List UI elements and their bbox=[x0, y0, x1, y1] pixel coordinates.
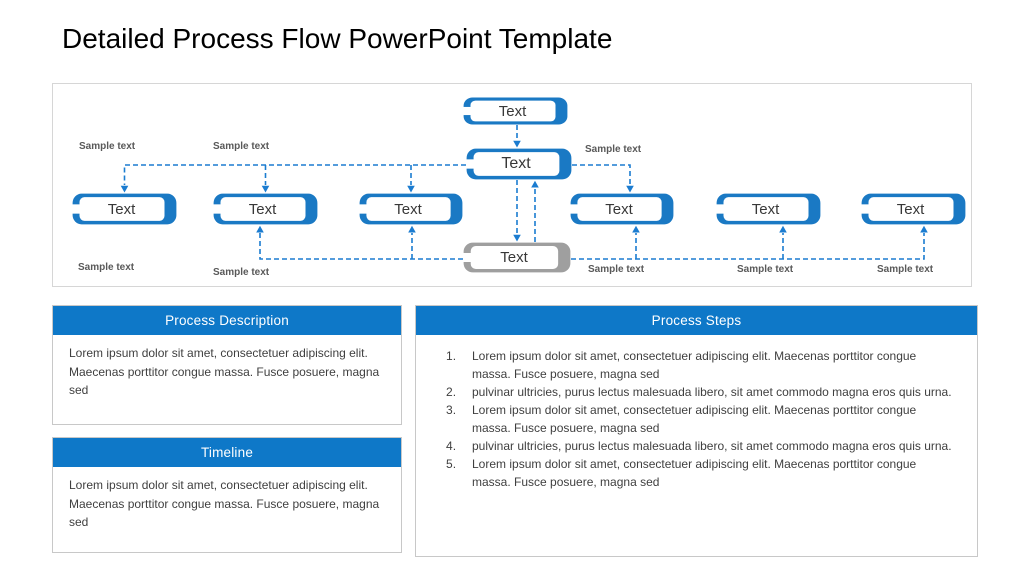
process-steps-panel: Process Steps Lorem ipsum dolor sit amet… bbox=[415, 305, 978, 557]
box-frame-shape bbox=[466, 148, 572, 180]
box-frame-shape bbox=[463, 242, 571, 273]
sample-text-label: Sample text bbox=[213, 141, 270, 152]
process-step-item: Lorem ipsum dolor sit amet, consectetuer… bbox=[446, 347, 917, 381]
flow-diagram-panel: Text Text Text Text Text bbox=[52, 83, 972, 287]
box-frame-shape bbox=[213, 193, 318, 225]
sample-text-label: Sample text bbox=[737, 264, 794, 275]
flow-box-label: Text bbox=[605, 200, 633, 218]
flow-box-label: Text bbox=[896, 200, 925, 218]
process-step-item: pulvinar ultricies, purus lectus malesua… bbox=[446, 383, 952, 401]
sample-text-label: Sample text bbox=[78, 262, 135, 273]
timeline-header: Timeline bbox=[53, 438, 401, 467]
flow-box-label: Text bbox=[248, 200, 277, 218]
flow-box-end: Text bbox=[463, 242, 571, 273]
sample-text-label: Sample text bbox=[79, 141, 136, 152]
sample-text-label: Sample text bbox=[588, 264, 645, 275]
flow-box-row-4: Text bbox=[570, 193, 674, 225]
flow-box-label: Text bbox=[107, 200, 136, 218]
flow-box-label: Text bbox=[394, 200, 422, 218]
flow-box-label: Text bbox=[498, 102, 527, 120]
process-step-item: Lorem ipsum dolor sit amet, consectetuer… bbox=[446, 401, 917, 435]
process-description-panel: Process Description Lorem ipsum dolor si… bbox=[52, 305, 402, 425]
process-steps-header: Process Steps bbox=[416, 306, 977, 335]
timeline-body: Lorem ipsum dolor sit amet, consectetuer… bbox=[69, 478, 380, 529]
flow-box-top: Text bbox=[463, 97, 568, 125]
process-step-item: Lorem ipsum dolor sit amet, consectetuer… bbox=[446, 455, 917, 489]
process-description-header: Process Description bbox=[53, 306, 401, 335]
dashed-connectors bbox=[123, 125, 925, 260]
flow-box-row-6: Text bbox=[861, 193, 966, 225]
process-steps-body: Lorem ipsum dolor sit amet, consectetuer… bbox=[416, 335, 977, 500]
arrow-heads bbox=[120, 140, 928, 242]
flow-box-row-3: Text bbox=[359, 193, 463, 225]
box-frame-shape bbox=[359, 193, 463, 225]
flow-box-label: Text bbox=[501, 155, 531, 172]
process-steps-list: Lorem ipsum dolor sit amet, consectetuer… bbox=[432, 344, 959, 491]
flow-box-label: Text bbox=[751, 200, 780, 218]
box-frame-shape bbox=[716, 193, 821, 225]
process-description-body: Lorem ipsum dolor sit amet, consectetuer… bbox=[69, 346, 380, 397]
flow-box-row-2: Text bbox=[213, 193, 318, 225]
box-frame-shape bbox=[463, 97, 568, 125]
sample-text-label: Sample text bbox=[877, 264, 934, 275]
slide-title: Detailed Process Flow PowerPoint Templat… bbox=[62, 23, 613, 54]
flow-box-row-5: Text bbox=[716, 193, 821, 225]
sample-text-label: Sample text bbox=[213, 267, 270, 278]
box-frame-shape bbox=[861, 193, 966, 225]
sample-text-label: Sample text bbox=[585, 144, 642, 155]
flow-box-row-1: Text bbox=[72, 193, 177, 225]
connector-lines bbox=[120, 125, 928, 260]
flow-box-hub: Text bbox=[466, 148, 572, 180]
box-frame-shape bbox=[570, 193, 674, 225]
process-step-item: pulvinar ultricies, purus lectus malesua… bbox=[446, 437, 952, 455]
timeline-panel: Timeline Lorem ipsum dolor sit amet, con… bbox=[52, 437, 402, 553]
box-frame-shape bbox=[72, 193, 177, 225]
flow-box-label: Text bbox=[500, 249, 528, 266]
